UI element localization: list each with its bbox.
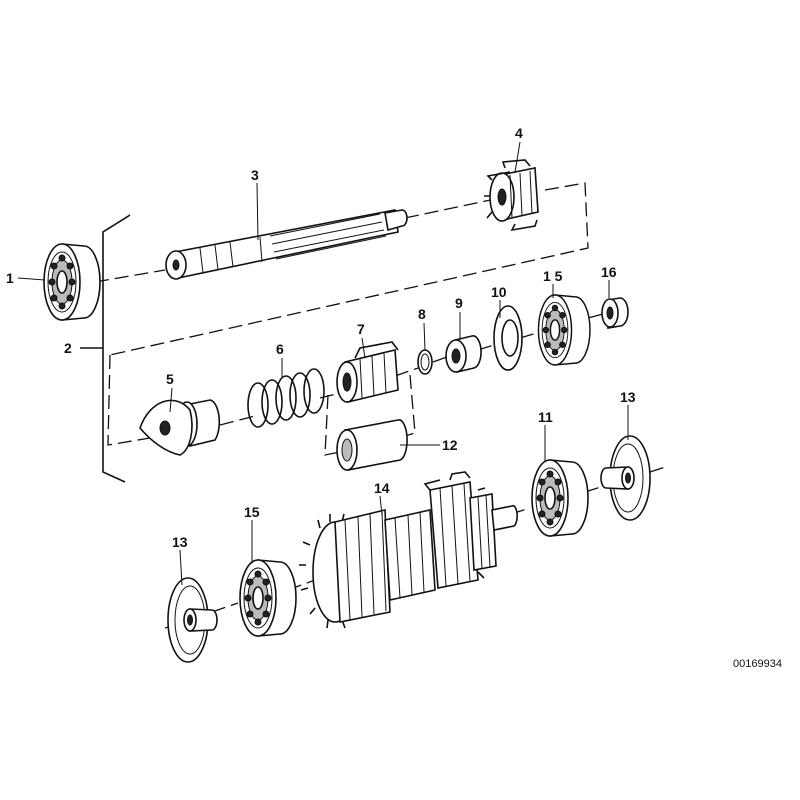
part-8-circlip: [417, 349, 433, 375]
callout-9: 9: [455, 295, 463, 311]
assembly-bracket: [80, 214, 131, 483]
part-5-selector-cam: [139, 399, 221, 456]
callout-1: 1: [6, 270, 14, 286]
callout-13-left: 13: [172, 534, 188, 550]
part-12-sleeve: [336, 419, 408, 471]
callout-4: 4: [515, 125, 523, 141]
part-13-right-thrust-washer: [600, 435, 651, 521]
callout-11: 11: [538, 409, 553, 425]
callout-14: 14: [374, 480, 390, 496]
part-6-spring: [247, 368, 325, 428]
callout-10: 10: [491, 284, 507, 300]
part-7-gear: [336, 341, 399, 403]
leader-lines: [17, 141, 629, 586]
callout-15-lower: 15: [244, 504, 260, 520]
part-13-left-thrust-washer: [167, 577, 218, 663]
callout-16: 16: [601, 264, 617, 280]
part-11-bearing: [531, 459, 589, 537]
part-16-seal: [601, 297, 629, 329]
callout-7: 7: [357, 321, 365, 337]
part-9-bush: [445, 335, 482, 373]
part-15-upper-bearing: [537, 294, 591, 366]
callout-3: 3: [251, 167, 259, 183]
part-3-main-shaft: [165, 209, 408, 280]
part-15-lower-bearing: [239, 559, 297, 637]
callout-13-right: 13: [620, 389, 636, 405]
part-1-bearing: [43, 243, 101, 321]
callout-5: 5: [166, 371, 174, 387]
part-4-pinion-gear: [484, 159, 539, 232]
callout-labels: 1 2 3 4 5 6 7 8 9 10 1 5 16 12 11 13 14 …: [6, 125, 636, 550]
part-14-gear-cluster: [299, 471, 518, 629]
callout-2: 2: [64, 340, 72, 356]
callout-15-upper: 1 5: [543, 268, 563, 284]
callout-6: 6: [276, 341, 284, 357]
callout-12: 12: [442, 437, 458, 453]
diagram-reference-number: 00169934: [733, 658, 782, 670]
callout-8: 8: [418, 306, 426, 322]
part-10-washer: [493, 305, 523, 371]
